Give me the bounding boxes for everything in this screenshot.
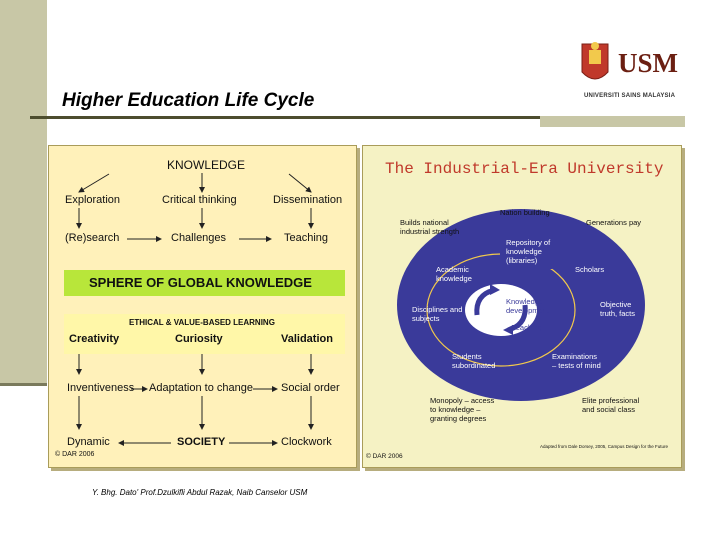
node-dynamic: Dynamic (67, 436, 110, 448)
university-logo: USM (578, 38, 681, 102)
node-clockwork: Clockwork (281, 436, 332, 448)
label-objective-truth: Objective truth, facts (600, 300, 636, 318)
label-academic-knowledge: Academic knowledge (436, 265, 472, 283)
label-disciplines: Disciplines and subjects (412, 305, 463, 323)
right-copyright: © DAR 2006 (366, 453, 403, 460)
knowledge-cycle-diagram: KNOWLEDGE Exploration Critical thinking … (48, 145, 357, 468)
title-divider (30, 116, 540, 119)
node-research: (Re)search (65, 232, 120, 244)
node-knowledge: KNOWLEDGE (167, 158, 246, 172)
label-examinations: Examinations – tests of mind (552, 352, 601, 370)
node-curiosity: Curiosity (175, 333, 223, 345)
node-inventiveness: Inventiveness (67, 382, 135, 394)
university-ellipse-diagram (397, 209, 645, 401)
node-adaptation: Adaptation to change (149, 382, 253, 394)
label-scholars: Scholars (575, 265, 605, 274)
label-teaching: Teaching (512, 323, 543, 332)
left-copyright: © DAR 2006 (55, 451, 95, 458)
label-nation-building: Nation building (500, 208, 550, 217)
right-attribution: Adapted from Dale Dorsey, 2005, Campus D… (540, 444, 668, 449)
sphere-label: SPHERE OF GLOBAL KNOWLEDGE (89, 275, 312, 290)
ethical-label: ETHICAL & VALUE-BASED LEARNING (129, 318, 275, 327)
node-social-order: Social order (281, 382, 340, 394)
label-generations-pay: Generations pay (586, 218, 642, 227)
sidebar-accent (0, 0, 47, 383)
label-knowledge-development: Knowledge development (506, 297, 549, 315)
label-elite: Elite professional and social class (582, 396, 640, 414)
node-dissemination: Dissemination (273, 194, 343, 206)
node-teaching: Teaching (284, 232, 329, 244)
node-challenges: Challenges (171, 232, 227, 244)
slide-footer: Y. Bhg. Dato' Prof.Dzulkifli Abdul Razak… (92, 488, 308, 497)
logo-text: USM (618, 48, 678, 78)
node-society: SOCIETY (177, 436, 226, 448)
node-creativity: Creativity (69, 333, 120, 345)
logo-caption: UNIVERSITI SAINS MALAYSIA (584, 93, 676, 99)
node-validation: Validation (281, 333, 333, 345)
right-panel-title: The Industrial-Era University (385, 160, 664, 178)
title-divider-accent (540, 116, 685, 127)
crest-icon (581, 42, 677, 80)
label-monopoly: Monopoly – access to knowledge – grantin… (430, 396, 495, 423)
node-exploration: Exploration (65, 194, 121, 206)
label-students: Students subordinated (452, 352, 496, 370)
node-critical-thinking: Critical thinking (162, 194, 237, 206)
label-repository: Repository of knowledge (libraries) (506, 238, 551, 265)
ethics-band (64, 314, 345, 354)
page-title: Higher Education Life Cycle (62, 90, 315, 111)
sphere-band (64, 270, 345, 296)
sidebar-accent-line (0, 383, 47, 386)
diagram-arrows (76, 173, 314, 446)
label-builds-strength: Builds national industrial strength (400, 218, 460, 236)
